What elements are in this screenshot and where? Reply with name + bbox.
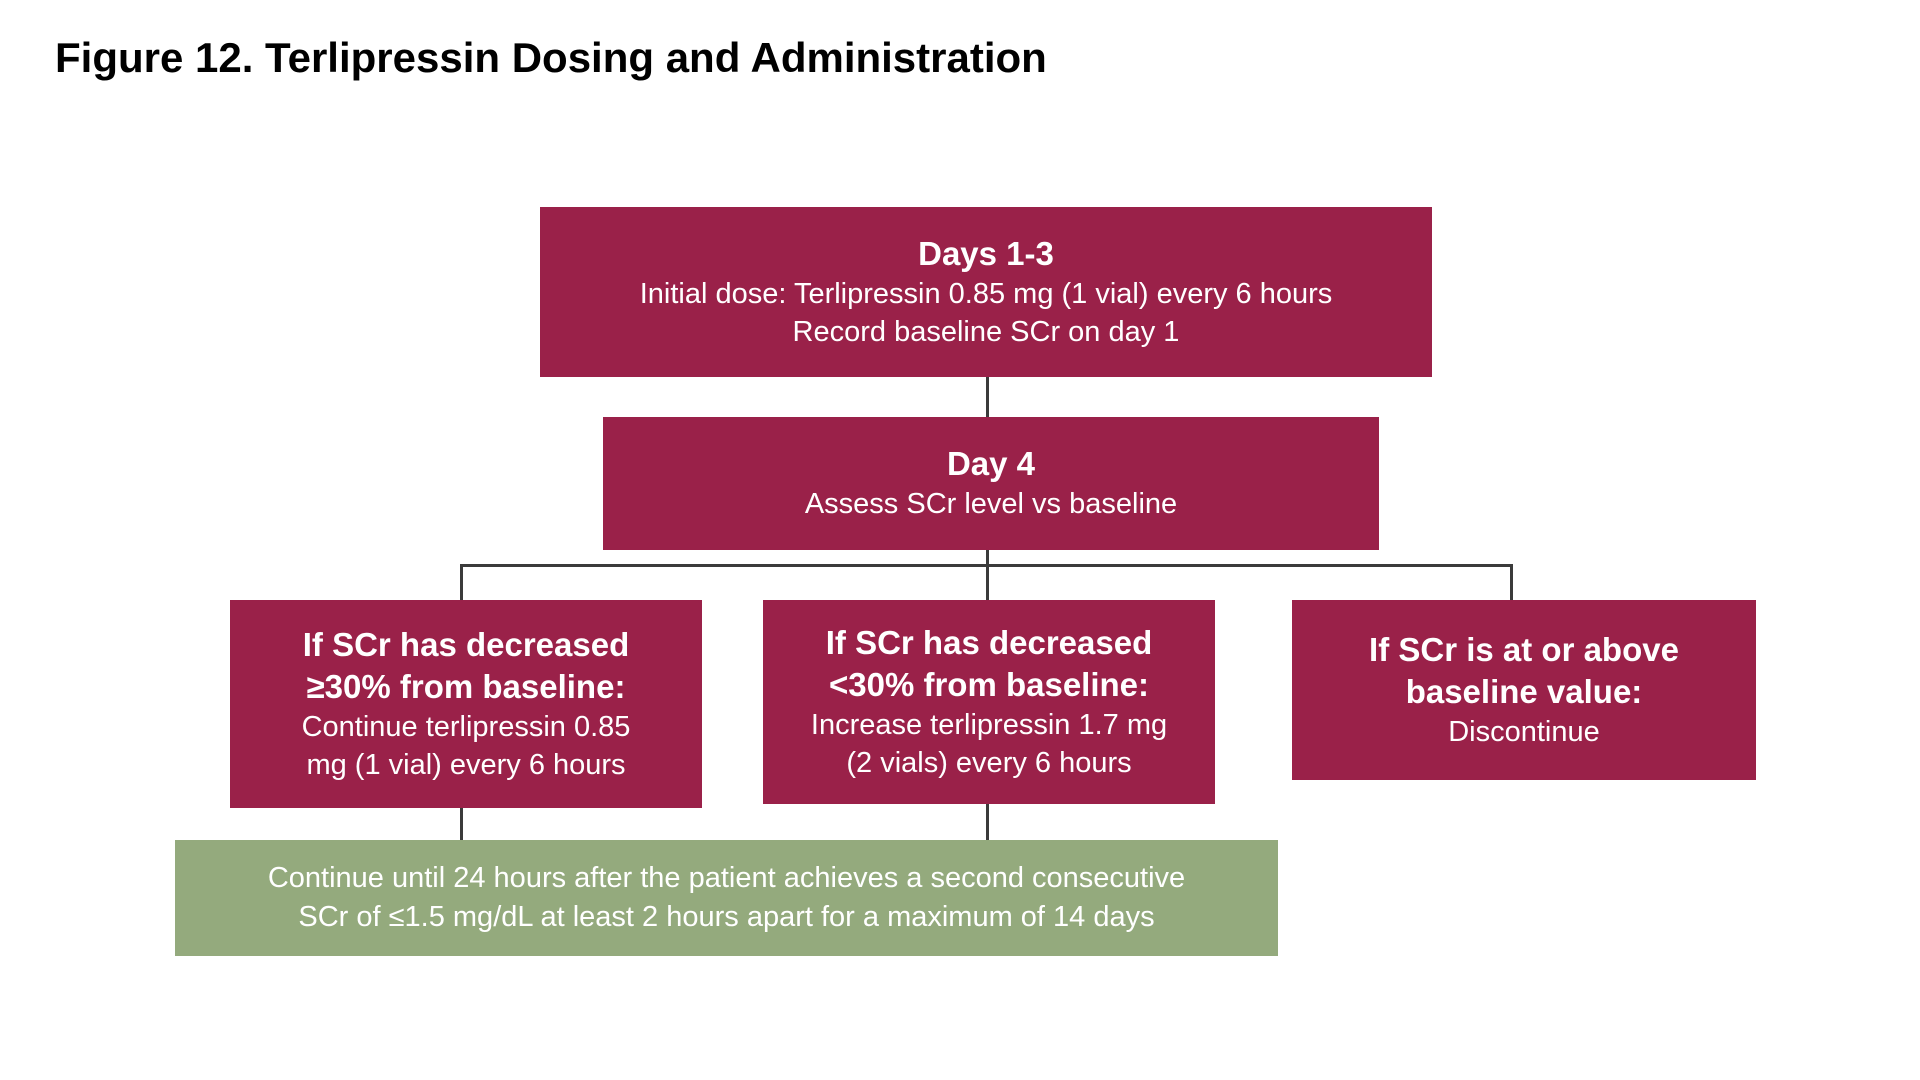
connector-middle-to-terminal [986,804,989,840]
node-scr-decreased-30-or-more-body-2: mg (1 vial) every 6 hours [306,749,626,782]
connector-drop-left [460,564,463,600]
connector-days13-to-day4 [986,377,989,417]
node-continue-until-terminal: Continue until 24 hours after the patien… [175,840,1278,956]
node-day-4-line-1: Assess SCr level vs baseline [804,488,1178,521]
node-continue-until-line-1: Continue until 24 hours after the patien… [267,862,1186,895]
node-scr-decreased-less-than-30-heading-2: <30% from baseline: [828,665,1150,703]
connector-drop-right [1510,564,1513,600]
node-day-4: Day 4 Assess SCr level vs baseline [603,417,1379,550]
node-scr-decreased-less-than-30-body-2: (2 vials) every 6 hours [846,747,1132,780]
node-scr-decreased-30-or-more-heading-2: ≥30% from baseline: [306,667,626,705]
figure-title: Figure 12. Terlipressin Dosing and Admin… [55,34,1047,81]
node-continue-until-line-2: SCr of ≤1.5 mg/dL at least 2 hours apart… [298,901,1155,933]
node-days-1-3-line-1: Initial dose: Terlipressin 0.85 mg (1 vi… [639,277,1333,310]
node-scr-decreased-less-than-30-body-1: Increase terlipressin 1.7 mg [810,708,1168,741]
node-scr-decreased-30-or-more: If SCr has decreased ≥30% from baseline:… [230,600,702,808]
node-scr-decreased-30-or-more-body-1: Continue terlipressin 0.85 [301,710,631,743]
node-day-4-heading: Day 4 [946,445,1036,483]
connector-drop-middle [986,564,989,600]
node-scr-decreased-less-than-30-heading-1: If SCr has decreased [825,623,1153,661]
node-scr-decreased-less-than-30: If SCr has decreased <30% from baseline:… [763,600,1215,804]
node-days-1-3-heading: Days 1-3 [918,234,1054,272]
node-days-1-3-line-2: Record baseline SCr on day 1 [792,316,1180,349]
node-scr-at-or-above-baseline-heading-1: If SCr is at or above [1369,630,1679,668]
node-scr-at-or-above-baseline-body-1: Discontinue [1448,716,1600,749]
node-scr-decreased-30-or-more-heading-1: If SCr has decreased [302,625,630,663]
connector-day4-stub [986,550,989,566]
node-days-1-3: Days 1-3 Initial dose: Terlipressin 0.85… [540,207,1432,377]
node-scr-at-or-above-baseline-heading-2: baseline value: [1405,672,1643,710]
connector-left-to-terminal [460,808,463,840]
node-scr-at-or-above-baseline: If SCr is at or above baseline value: Di… [1292,600,1756,780]
